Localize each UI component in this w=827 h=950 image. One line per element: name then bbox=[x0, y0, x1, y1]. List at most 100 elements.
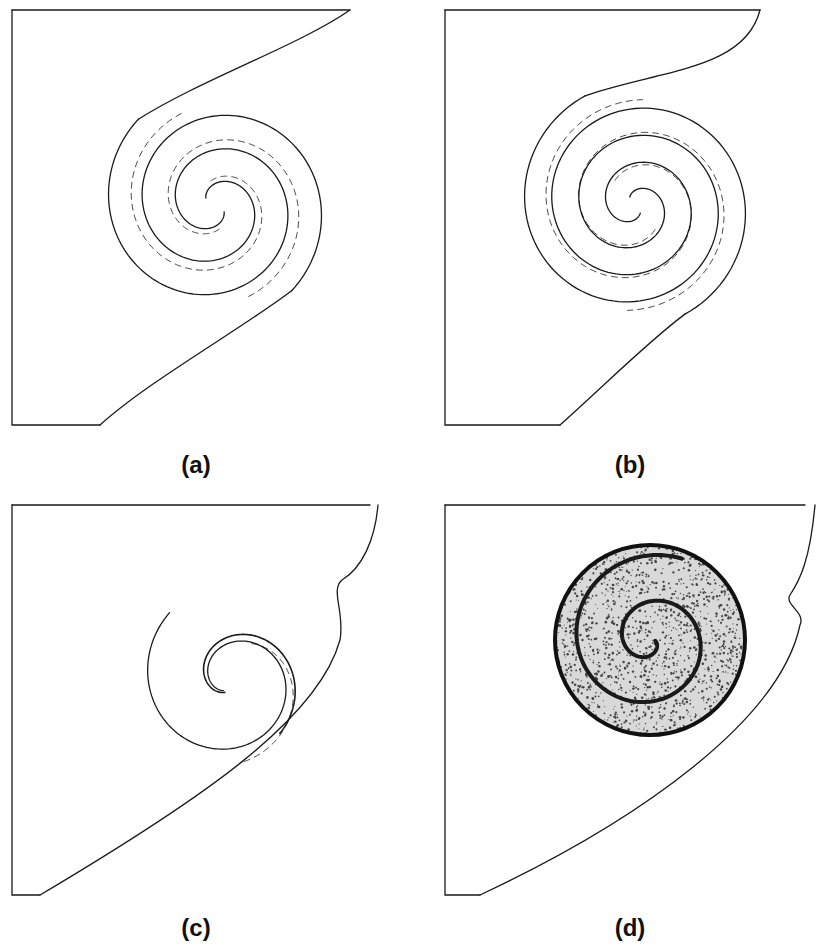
stipple-dot bbox=[728, 648, 729, 649]
stipple-dot bbox=[599, 650, 600, 651]
stipple-dot bbox=[622, 649, 623, 650]
stipple-dot bbox=[673, 662, 675, 664]
stipple-dot bbox=[596, 566, 598, 568]
stipple-dot bbox=[652, 691, 654, 693]
stipple-dot bbox=[640, 588, 642, 590]
stipple-dot bbox=[570, 666, 572, 668]
stipple-dot bbox=[676, 620, 678, 622]
stipple-dot bbox=[728, 598, 730, 600]
stipple-dot bbox=[653, 622, 654, 623]
stipple-dot bbox=[720, 688, 723, 691]
stipple-dot bbox=[645, 576, 647, 578]
stipple-dot bbox=[724, 593, 726, 595]
stipple-dot bbox=[721, 615, 723, 617]
stipple-dot bbox=[680, 669, 681, 670]
stipple-dot bbox=[566, 653, 568, 655]
stipple-dot bbox=[575, 657, 577, 659]
stipple-dot bbox=[567, 622, 568, 623]
stipple-dot bbox=[625, 582, 627, 584]
stipple-dot bbox=[733, 665, 734, 666]
stipple-dot bbox=[607, 590, 608, 591]
stipple-dot bbox=[625, 586, 626, 587]
stipple-dot bbox=[690, 719, 692, 721]
stipple-dot bbox=[636, 551, 638, 553]
stipple-dot bbox=[727, 611, 729, 613]
stipple-dot bbox=[693, 603, 694, 604]
stipple-dot bbox=[621, 726, 623, 728]
stipple-dot bbox=[636, 628, 638, 630]
stipple-dot bbox=[624, 667, 626, 669]
stipple-dot bbox=[625, 553, 626, 554]
stipple-dot bbox=[732, 648, 733, 649]
stipple-dot bbox=[566, 675, 567, 676]
stipple-dot bbox=[683, 597, 685, 599]
stipple-dot bbox=[736, 665, 738, 667]
stipple-dot bbox=[610, 560, 612, 562]
stipple-dot bbox=[642, 571, 644, 573]
stipple-dot bbox=[664, 728, 666, 730]
stipple-dot bbox=[687, 606, 689, 608]
stipple-dot bbox=[667, 678, 668, 679]
stipple-dot bbox=[680, 593, 681, 594]
stipple-dot bbox=[592, 649, 594, 651]
disk-outline bbox=[555, 545, 745, 735]
stipple-dot bbox=[619, 593, 620, 594]
stipple-dot bbox=[659, 715, 661, 717]
stipple-dot bbox=[601, 583, 603, 585]
stipple-dot bbox=[701, 697, 703, 699]
stipple-dot bbox=[558, 632, 559, 633]
stipple-dot bbox=[659, 639, 661, 641]
stipple-dot bbox=[615, 721, 616, 722]
stipple-dot bbox=[718, 605, 720, 607]
stipple-dot bbox=[638, 717, 640, 719]
stipple-dot bbox=[672, 657, 674, 659]
dashed-spiral bbox=[243, 644, 294, 762]
stipple-dot bbox=[635, 620, 637, 622]
stipple-dot bbox=[644, 639, 645, 640]
stipple-dot bbox=[608, 637, 610, 639]
stipple-dot bbox=[635, 709, 638, 712]
stipple-dot bbox=[618, 719, 620, 721]
stipple-dot bbox=[607, 599, 609, 601]
stipple-dot bbox=[703, 598, 705, 600]
stipple-dot bbox=[661, 572, 663, 574]
stipple-dot bbox=[678, 634, 680, 636]
stipple-dot bbox=[646, 699, 647, 700]
stipple-dot bbox=[615, 577, 617, 579]
stipple-dot bbox=[659, 594, 660, 595]
stipple-dot bbox=[717, 614, 718, 615]
interface-curve bbox=[585, 10, 760, 96]
stipple-dot bbox=[593, 653, 595, 655]
stipple-dot bbox=[626, 563, 627, 564]
stipple-dot bbox=[712, 630, 714, 632]
stipple-dot bbox=[603, 644, 605, 646]
stipple-dot bbox=[713, 702, 715, 704]
stipple-dot bbox=[623, 557, 625, 559]
stipple-dot bbox=[670, 608, 672, 610]
stipple-dot bbox=[663, 668, 664, 669]
stipple-dot bbox=[666, 616, 668, 618]
stipple-dot bbox=[588, 626, 590, 628]
stipple-dot bbox=[707, 576, 709, 578]
stipple-dot bbox=[687, 655, 689, 657]
stipple-dot bbox=[715, 657, 716, 658]
stipple-dot bbox=[575, 659, 577, 661]
stipple-dot bbox=[712, 596, 714, 598]
stipple-dot bbox=[574, 684, 577, 687]
stipple-dot bbox=[578, 698, 579, 699]
stipple-dot bbox=[708, 698, 710, 700]
stipple-dot bbox=[656, 722, 657, 723]
stipple-dot bbox=[645, 723, 646, 724]
stipple-dot bbox=[690, 624, 692, 626]
stipple-dot bbox=[692, 579, 694, 581]
stipple-dot bbox=[683, 567, 685, 569]
stipple-dot bbox=[620, 684, 622, 686]
stipple-dot bbox=[621, 690, 622, 691]
stipple-dot bbox=[576, 595, 579, 598]
stipple-dot bbox=[608, 675, 610, 677]
stipple-dot bbox=[633, 692, 634, 693]
stipple-dot bbox=[585, 628, 587, 630]
stipple-dot bbox=[614, 573, 616, 575]
stipple-dot bbox=[684, 660, 686, 662]
stipple-dot bbox=[632, 586, 635, 589]
